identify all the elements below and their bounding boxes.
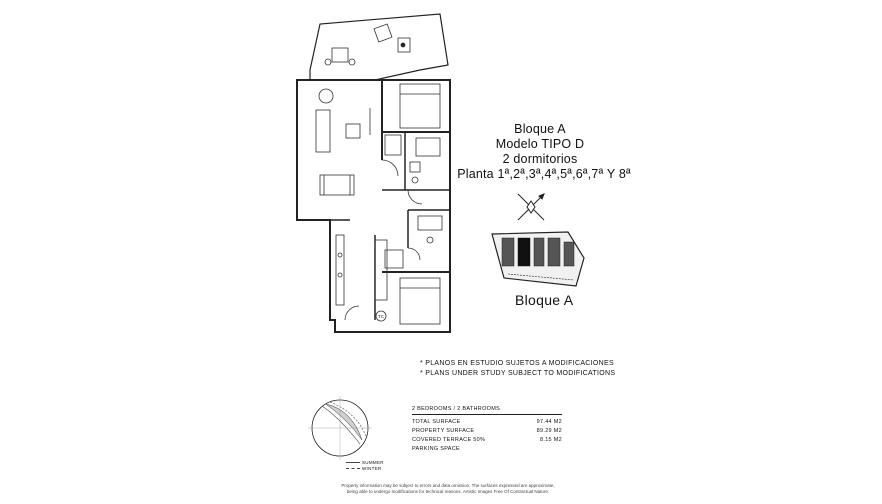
dining-table	[319, 174, 355, 196]
compass-icon	[517, 193, 545, 221]
door-swing	[381, 159, 399, 177]
terrace-planter	[397, 37, 411, 53]
block-title: Bloque A	[514, 122, 566, 136]
kitchen-island	[374, 239, 388, 301]
key-plan-highlight	[518, 238, 530, 266]
surface-label: COVERED TERRACE 50%	[412, 437, 486, 443]
surface-value: 97.44 M2	[536, 419, 562, 425]
surface-row: PARKING SPACE	[412, 445, 562, 454]
coffee-table	[345, 123, 361, 139]
meter-box	[375, 310, 387, 322]
plant-icon	[318, 88, 334, 104]
wardrobe	[384, 249, 404, 269]
floors-title: Planta 1ª,2ª,3ª,4ª,5ª,6ª,7ª Y 8ª	[457, 167, 631, 181]
terrace-table	[331, 47, 349, 63]
title-block: Bloque A Modelo TIPO D 2 dormitorios Pla…	[430, 122, 650, 182]
bed-2	[399, 277, 441, 325]
bedrooms-title: 2 dormitorios	[502, 152, 578, 166]
legend-winter: WINTER	[362, 466, 382, 471]
surface-label: PARKING SPACE	[412, 446, 461, 452]
note-en: * PLANS UNDER STUDY SUBJECT TO MODIFICAT…	[420, 370, 616, 377]
floor-plan: TC	[296, 13, 451, 333]
surface-row: PROPERTY SURFACE 89.29 M2	[412, 427, 562, 436]
meter-box-label: TC	[378, 314, 385, 319]
bed-1	[399, 83, 441, 129]
surface-value: 8.15 M2	[540, 437, 562, 443]
sofa	[315, 109, 331, 153]
terrace-outline	[309, 13, 449, 81]
sink-1	[409, 161, 421, 173]
terrace-chair	[348, 58, 356, 66]
bath-2	[417, 215, 443, 231]
kitchen-counter	[335, 234, 345, 306]
terrace-chair	[324, 58, 332, 66]
disclaimer-line: being able to undergo modifications for …	[346, 489, 550, 494]
terrace-lounger	[373, 23, 393, 43]
surfaces-table: 2 BEDROOMS / 2 BATHROOMS TOTAL SURFACE 9…	[412, 406, 562, 454]
wardrobe	[384, 134, 402, 156]
model-title: Modelo TIPO D	[495, 137, 585, 151]
shower-1	[415, 137, 441, 157]
door-swing	[407, 247, 421, 261]
sun-path-diagram	[308, 396, 372, 460]
note-es: * PLANOS EN ESTUDIO SUJETOS A MODIFICACI…	[420, 360, 614, 367]
door-swing	[344, 305, 360, 321]
surface-label: PROPERTY SURFACE	[412, 428, 475, 434]
surface-value: 89.29 M2	[536, 428, 562, 434]
door-swing	[407, 189, 423, 205]
disclaimer-line: Property information may be subject to e…	[341, 483, 555, 488]
surface-row: TOTAL SURFACE 97.44 M2	[412, 418, 562, 427]
key-plan	[491, 231, 585, 287]
outer-wall	[296, 79, 451, 333]
sun-legend: SUMMER WINTER	[346, 460, 384, 472]
surfaces-header: 2 BEDROOMS / 2 BATHROOMS	[412, 406, 562, 415]
disclaimer: Property information may be subject to e…	[318, 483, 578, 495]
legend-summer: SUMMER	[362, 460, 384, 465]
surface-row: COVERED TERRACE 50% 8.15 M2	[412, 436, 562, 445]
surface-label: TOTAL SURFACE	[412, 419, 461, 425]
key-plan-label: Bloque A	[515, 292, 574, 308]
notes: * PLANOS EN ESTUDIO SUJETOS A MODIFICACI…	[420, 359, 615, 379]
